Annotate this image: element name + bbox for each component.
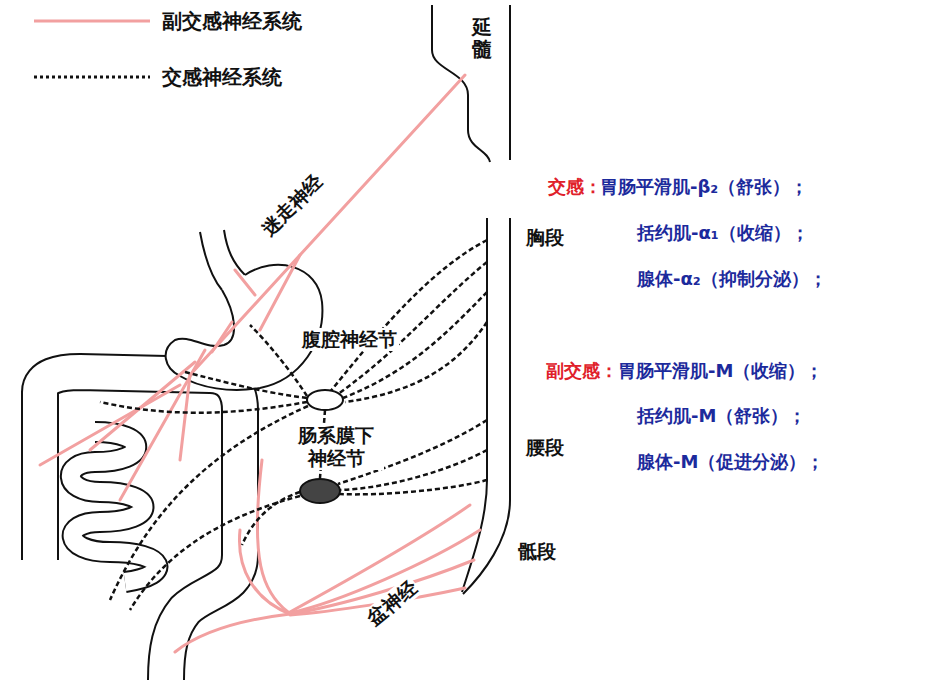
anatomy-label: 肠系膜下 神经节: [288, 424, 384, 470]
inferior-mesenteric-ganglion: [300, 479, 340, 503]
parasympathetic-nerves: [40, 75, 480, 652]
stomach-outline: [166, 265, 323, 390]
effect-note: 腺体-α₂（抑制分泌）；: [637, 268, 827, 290]
legend-text: 交感神经系统: [162, 62, 282, 92]
effect-note: 括约肌-α₁（收缩）；: [637, 222, 809, 244]
sympathetic-fiber: [340, 480, 487, 494]
legend-swatch: [32, 6, 156, 36]
sympathetic-fiber: [130, 496, 300, 610]
anatomy-label: 盆神经: [361, 575, 422, 632]
anatomy-label: 胸段: [526, 226, 564, 249]
sympathetic-nerves: [100, 240, 487, 610]
effect-note: 胃肠平滑肌-M（收缩）；: [618, 360, 823, 382]
anatomy-label: 腰段: [526, 436, 564, 459]
pelvic-branch: [239, 530, 290, 614]
sympathetic-fiber: [100, 402, 307, 413]
vagus-branch: [40, 385, 180, 465]
vagus-nerve: [190, 75, 465, 375]
pelvic-branch: [257, 460, 288, 612]
anatomy-label: 延髓: [472, 16, 492, 60]
anatomy-label: 腹腔神经节: [300, 328, 399, 351]
gut-outline: [40, 230, 322, 680]
effect-note: 括约肌-M（舒张）；: [637, 405, 806, 427]
pelvic-nerve: [290, 505, 470, 612]
vagus-branch: [235, 270, 255, 295]
pelvic-branch: [175, 614, 290, 652]
medulla-outline: [509, 5, 511, 160]
effect-note: 胃肠平滑肌-β₂（舒张）；: [600, 176, 808, 198]
legend-line-sample: [34, 20, 150, 23]
esophagus-outline: [224, 230, 245, 275]
anatomy-label: 迷走神经: [256, 169, 329, 242]
vagus-branch: [180, 375, 190, 460]
celiac-ganglion: [307, 390, 343, 410]
effect-note: 交感：: [548, 176, 602, 198]
sympathetic-fiber: [242, 492, 300, 545]
sympathetic-fiber: [250, 325, 307, 396]
sympathetic-fiber: [110, 406, 308, 600]
vagus-branch: [212, 322, 232, 352]
legend-text: 副交感神经系统: [162, 6, 302, 36]
legend-swatch: [32, 62, 156, 92]
anatomy-label: 骶段: [518, 540, 556, 563]
effect-note: 腺体-M（促进分泌）；: [637, 451, 824, 473]
effect-note: 副交感：: [546, 360, 618, 382]
vagus-branch: [260, 255, 300, 330]
sympathetic-fiber: [185, 372, 307, 398]
esophagus-outline: [200, 232, 222, 290]
legend-line-sample: [34, 76, 150, 79]
vagus-branch: [120, 350, 205, 500]
